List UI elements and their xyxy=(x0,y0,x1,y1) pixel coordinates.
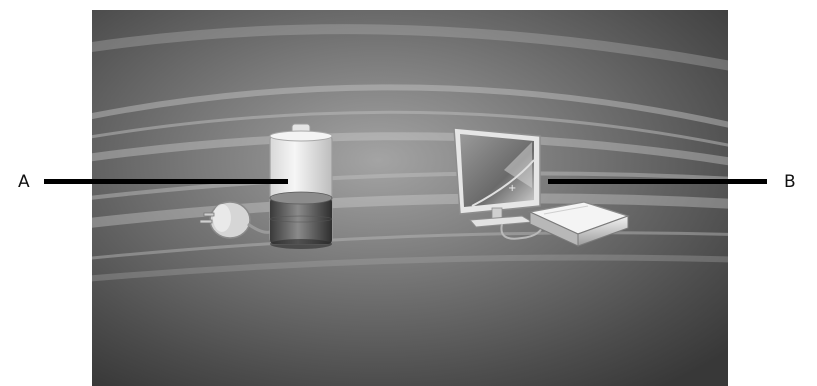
callout-b-label: B xyxy=(784,174,796,191)
screen-artwork: + xyxy=(92,10,728,386)
callout-a-leader-line xyxy=(44,179,288,184)
callout-a-label: A xyxy=(18,174,30,191)
battery-charging-icon xyxy=(270,124,332,249)
svg-text:+: + xyxy=(508,183,516,194)
callout-b-leader-line xyxy=(548,179,767,184)
device-screen: + xyxy=(92,10,728,386)
